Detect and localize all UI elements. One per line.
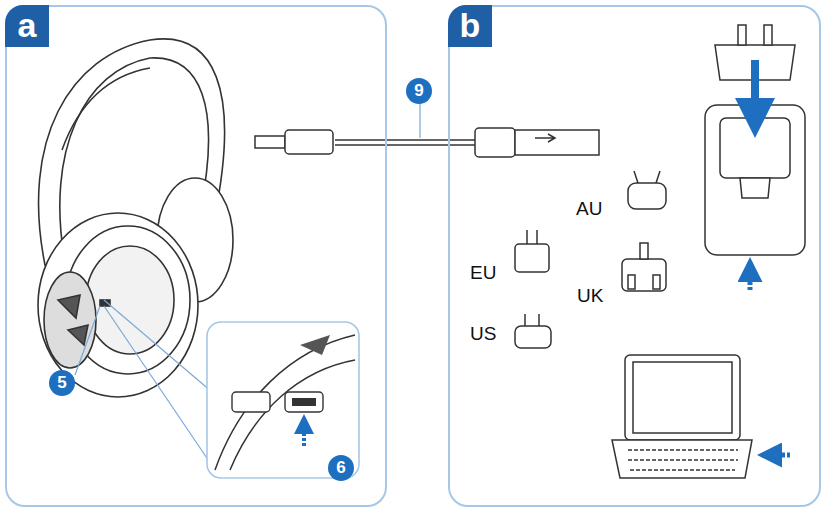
charger (705, 25, 805, 290)
callout-number: 6 (328, 455, 354, 481)
panel-letter: a (5, 5, 49, 47)
panel: b (448, 5, 821, 507)
callout-number: 5 (49, 370, 75, 396)
callout-number: 9 (406, 78, 432, 104)
plug-region-label: UK (577, 285, 603, 307)
plug-region-label: EU (470, 262, 496, 284)
plug-region-label: US (470, 323, 496, 345)
headphones (38, 39, 233, 397)
panel: a (5, 5, 387, 507)
laptop (612, 355, 790, 478)
panel-letter: b (448, 5, 492, 47)
usb-cable (255, 128, 599, 157)
plug-adapter (515, 171, 666, 348)
plug-region-label: AU (576, 198, 602, 220)
